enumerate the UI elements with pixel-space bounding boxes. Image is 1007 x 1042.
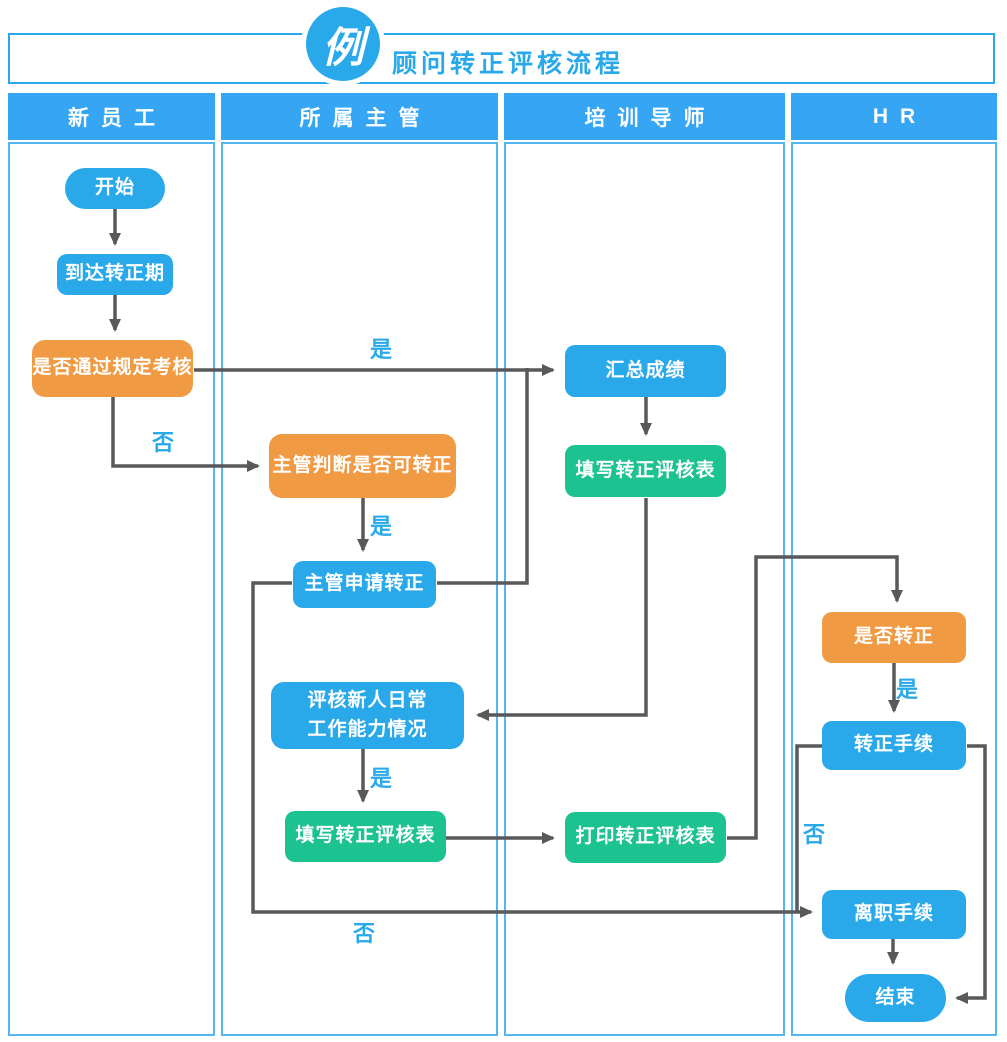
- node-print-form: 打印转正评核表: [565, 812, 726, 863]
- lane-body-hr: [791, 142, 997, 1036]
- node-pass-exam: 是否通过规定考核: [32, 340, 193, 397]
- edge-fill-form-mentor-to-evaluate-daily: [476, 498, 648, 721]
- edge-label-apply-no: 否: [352, 921, 376, 946]
- edge-regularization-no-join: [795, 744, 822, 913]
- node-regularization-procedure: 转正手续: [822, 721, 966, 770]
- node-reach-period: 到达转正期: [57, 254, 173, 295]
- lane-header-mentor: 培训导师: [504, 93, 785, 140]
- edge-apply-no-to-resignation: [251, 581, 813, 918]
- edge-label-pass-exam-no: 否: [151, 430, 175, 455]
- node-start: 开始: [65, 168, 165, 209]
- node-is-regularized: 是否转正: [822, 612, 966, 663]
- lane-header-hr: HR: [791, 93, 997, 140]
- node-end: 结束: [845, 974, 946, 1022]
- edge-label-supervisor-judge-yes: 是: [369, 514, 393, 539]
- edge-apply-to-summarize-join: [437, 368, 529, 585]
- edge-print-form-to-is-regularized: [727, 555, 903, 840]
- edge-label-is-regularized-yes: 是: [895, 677, 919, 702]
- node-supervisor-apply: 主管申请转正: [293, 561, 436, 608]
- lane-header-new-employee: 新员工: [8, 93, 215, 140]
- node-resignation-procedure: 离职手续: [822, 890, 966, 939]
- node-supervisor-judge: 主管判断是否可转正: [269, 434, 456, 498]
- edge-procedure-to-end: [955, 744, 987, 1004]
- page-title: 顾问转正评核流程: [392, 50, 625, 78]
- node-fill-form-supervisor: 填写转正评核表: [285, 811, 446, 862]
- lane-header-label: 所属主管: [299, 106, 432, 130]
- node-summarize-scores: 汇总成绩: [565, 345, 726, 397]
- lane-header-label: 培训导师: [584, 106, 717, 130]
- edge-label-regularization-no: 否: [802, 822, 826, 847]
- node-evaluate-daily: 评核新人日常 工作能力情况: [271, 682, 464, 749]
- edge-pass-exam-no-to-supervisor-judge: [111, 397, 260, 472]
- node-fill-form-mentor: 填写转正评核表: [565, 445, 726, 497]
- lane-header-label: HR: [872, 104, 928, 128]
- example-badge: 例: [306, 7, 380, 81]
- edge-label-evaluate-daily-yes: 是: [369, 766, 393, 791]
- edge-label-pass-exam-yes: 是: [369, 337, 393, 362]
- lane-header-label: 新员工: [68, 106, 167, 130]
- title-box: [8, 33, 995, 84]
- example-badge-label: 例: [321, 23, 364, 71]
- lane-header-supervisor: 所属主管: [221, 93, 498, 140]
